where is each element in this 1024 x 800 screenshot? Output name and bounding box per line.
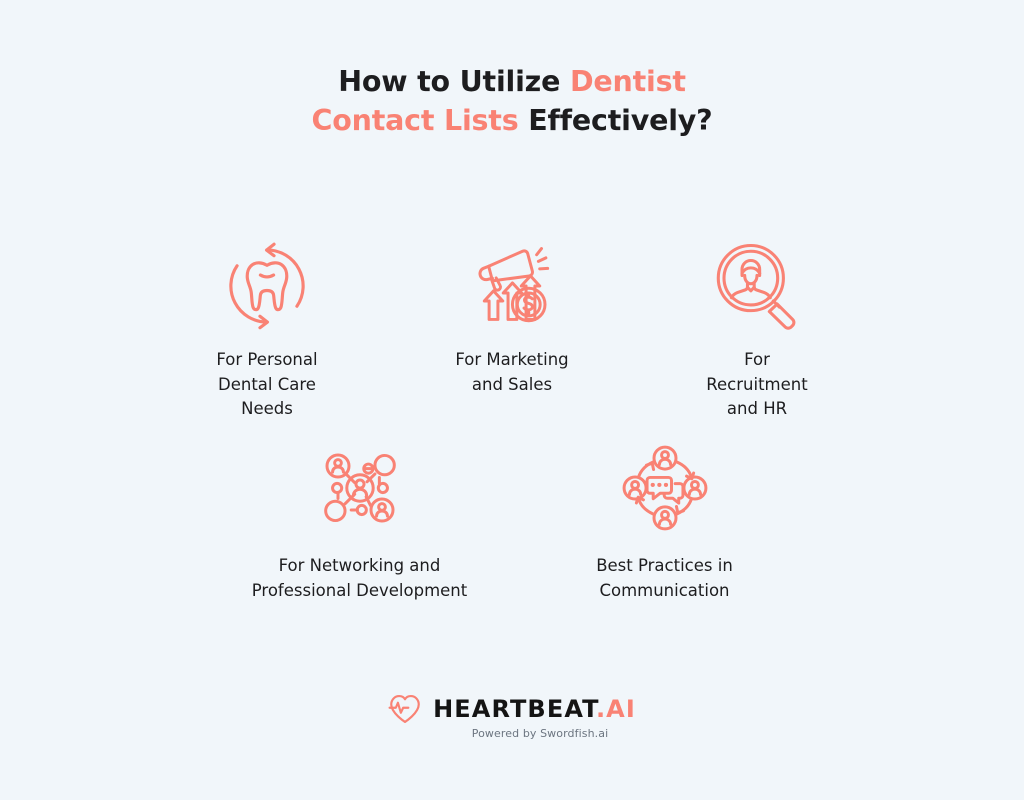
logo: HEARTBEAT.AI: [388, 694, 636, 724]
title-line-2-plain: Effectively?: [518, 104, 713, 137]
item-label: For Networking and Professional Developm…: [251, 556, 468, 600]
title-line-2-accent: Contact Lists: [311, 104, 519, 137]
logo-tagline: Powered by Swordfish.ai: [471, 727, 609, 740]
network-people-nodes-icon: [312, 440, 408, 536]
items-row-top: For Personal Dental Care Needs: [0, 238, 1024, 422]
title-line-1-accent: Dentist: [569, 65, 686, 98]
title-line-2: Contact Lists Effectively?: [0, 101, 1024, 140]
title-line-1-plain: How to Utilize: [338, 65, 570, 98]
logo-name: HEARTBEAT: [433, 695, 596, 723]
heartbeat-pulse-icon: [388, 694, 422, 724]
page-title: How to Utilize Dentist Contact Lists Eff…: [0, 62, 1024, 140]
footer-branding: HEARTBEAT.AI Powered by Swordfish.ai: [0, 694, 1024, 740]
item-label: Best Practices in Communication: [596, 556, 733, 600]
items-row-bottom: For Networking and Professional Developm…: [0, 440, 1024, 603]
item-personal-dental-care: For Personal Dental Care Needs: [146, 238, 389, 422]
item-best-practices-communication: Best Practices in Communication: [512, 440, 817, 603]
communication-cycle-chat-icon: [617, 440, 713, 536]
item-label: For Personal Dental Care Needs: [216, 350, 318, 418]
logo-text: HEARTBEAT.AI: [433, 696, 636, 722]
item-recruitment-hr: For Recruitment and HR: [636, 238, 879, 422]
item-label: For Recruitment and HR: [706, 350, 808, 418]
item-networking-professional-development: For Networking and Professional Developm…: [207, 440, 512, 603]
item-label: For Marketing and Sales: [455, 350, 569, 394]
item-marketing-sales: For Marketing and Sales: [391, 238, 634, 422]
magnifier-person-search-icon: [709, 238, 805, 334]
megaphone-growth-money-icon: [464, 238, 560, 334]
title-line-1: How to Utilize Dentist: [0, 62, 1024, 101]
logo-suffix: .AI: [595, 695, 636, 723]
tooth-recycle-icon: [219, 238, 315, 334]
